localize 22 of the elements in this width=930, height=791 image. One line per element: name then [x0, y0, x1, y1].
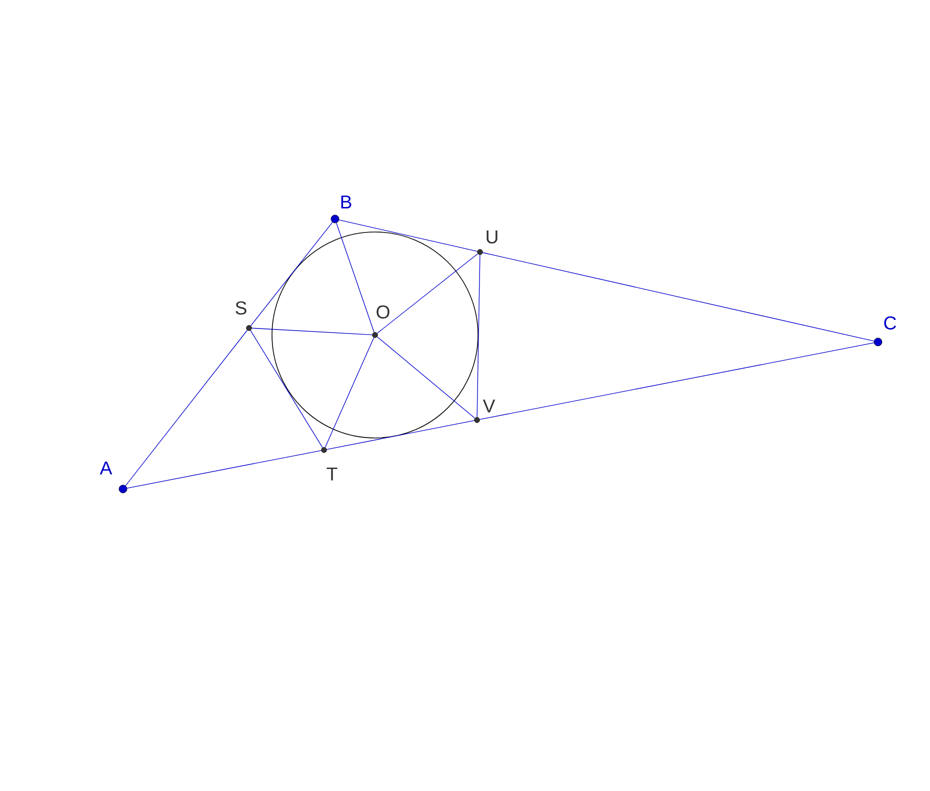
- point-label: V: [482, 400, 496, 412]
- segment: [482, 252, 874, 342]
- point-label: S: [236, 301, 246, 315]
- point-label: C: [884, 316, 896, 330]
- point-label: O: [376, 305, 390, 319]
- segment: [326, 420, 475, 450]
- segment: [126, 450, 322, 489]
- point-label: U: [486, 230, 498, 244]
- segment: [338, 220, 478, 252]
- segment: [125, 330, 248, 486]
- segment: [376, 253, 478, 334]
- segment: [476, 254, 480, 418]
- point-label: B: [341, 196, 352, 208]
- segment: [324, 337, 374, 448]
- point-label: A: [100, 462, 112, 474]
- point-label: T: [326, 468, 338, 480]
- segment: [336, 222, 374, 333]
- segment: [250, 330, 323, 448]
- segment: [250, 222, 333, 326]
- segment: [252, 328, 372, 336]
- segment: [376, 336, 476, 418]
- segment: [479, 342, 874, 420]
